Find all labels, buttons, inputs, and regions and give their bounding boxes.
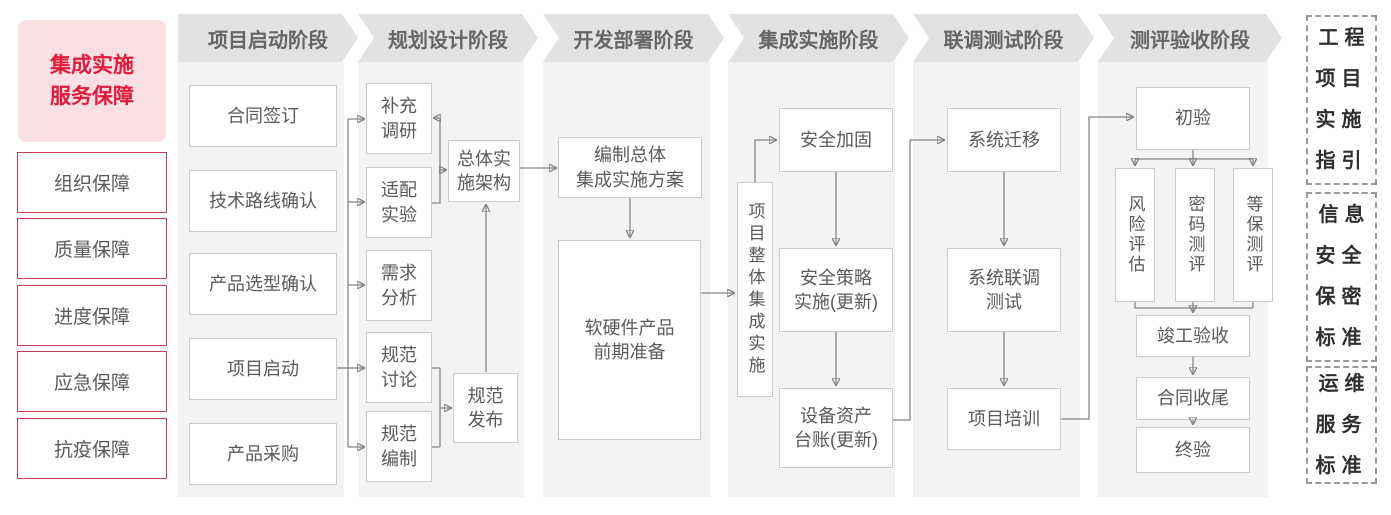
phase-header-joint-debug-test: 联调测试阶段 [913, 14, 1094, 62]
node-system-joint-debug-test: 系统联调 测试 [947, 248, 1061, 332]
node-hw-sw-preparation: 软硬件产品 前期准备 [558, 240, 701, 440]
node-spec-discussion: 规范 讨论 [366, 332, 432, 403]
phase-header-project-kickoff: 项目启动阶段 [178, 14, 358, 62]
node-system-migration: 系统迁移 [947, 108, 1061, 172]
node-risk-assessment: 风险评估 [1115, 168, 1155, 302]
node-requirement-analysis: 需求 分析 [366, 250, 432, 321]
node-product-procurement: 产品采购 [189, 423, 337, 485]
node-contract-closure: 合同收尾 [1136, 377, 1250, 420]
node-project-training: 项目培训 [947, 388, 1061, 450]
node-mlps-evaluation: 等保测评 [1233, 168, 1273, 302]
node-supplementary-research: 补充 调研 [366, 83, 432, 154]
sidebar-item-emergency-guarantee: 应急保障 [17, 351, 167, 412]
node-contract-signing: 合同签订 [189, 85, 337, 147]
sidebar-item-organization-guarantee: 组织保障 [17, 152, 167, 213]
sidebar-item-quality-guarantee: 质量保障 [17, 218, 167, 279]
node-final-acceptance: 终验 [1136, 427, 1250, 473]
node-tech-route-confirm: 技术路线确认 [189, 170, 337, 232]
standard-box-info-security-confidentiality: 信息 安全 保密 标准 [1306, 192, 1377, 362]
sidebar-item-epidemic-guarantee: 抗疫保障 [17, 418, 167, 479]
node-product-selection-confirm: 产品选型确认 [189, 253, 337, 315]
phase-header-evaluation-acceptance: 测评验收阶段 [1098, 14, 1282, 62]
node-overall-integration-implementation: 项目整体集成实施 [737, 182, 773, 397]
node-spec-release: 规范 发布 [453, 373, 518, 443]
standard-box-engineering-project-guide: 工程 项目 实施 指引 [1306, 15, 1377, 185]
sidebar-title: 集成实施 服务保障 [18, 20, 166, 142]
sidebar-item-schedule-guarantee: 进度保障 [17, 285, 167, 346]
node-overall-integration-plan: 编制总体 集成实施方案 [558, 137, 702, 198]
node-initial-acceptance: 初验 [1136, 87, 1250, 150]
node-asset-ledger-update: 设备资产 台账(更新) [779, 388, 893, 468]
node-security-policy-update: 安全策略 实施(更新) [779, 248, 893, 332]
phase-header-develop-deploy: 开发部署阶段 [543, 14, 724, 62]
node-project-kickoff: 项目启动 [189, 338, 337, 400]
phase-header-planning-design: 规划设计阶段 [358, 14, 538, 62]
node-spec-drafting: 规范 编制 [366, 411, 432, 482]
node-crypto-evaluation: 密码测评 [1175, 168, 1215, 302]
standard-box-operation-service: 运维 服务 标准 [1306, 366, 1377, 484]
node-completion-acceptance: 竣工验收 [1136, 315, 1250, 357]
node-adaptation-experiment: 适配 实验 [366, 167, 432, 238]
node-overall-implementation-architecture: 总体实 施架构 [448, 140, 520, 202]
node-security-hardening: 安全加固 [779, 108, 893, 172]
phase-header-integration-implementation: 集成实施阶段 [728, 14, 909, 62]
